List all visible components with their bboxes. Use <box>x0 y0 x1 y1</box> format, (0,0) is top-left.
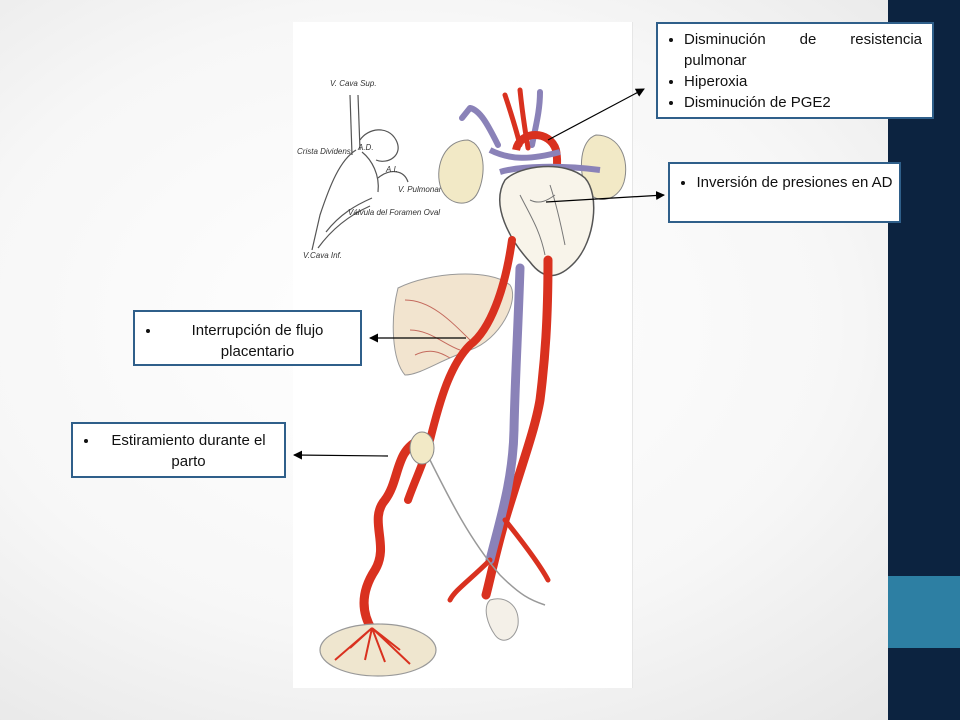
sidebar-accent-block <box>888 576 960 648</box>
label-ad: A.D. <box>357 143 374 152</box>
arrow-pulmonary <box>547 88 645 141</box>
callout-placental-interruption: Interrupción de flujo placentario <box>133 310 362 366</box>
inferior-vena-cava <box>485 263 525 565</box>
foramen-ovale-inset <box>311 94 409 251</box>
callout-pulmonary-resistance: Disminución de resistencia pulmonar Hipe… <box>656 22 934 119</box>
callout-item-hyperoxia: Hiperoxia <box>684 71 922 92</box>
umbilicus-ring <box>409 431 435 465</box>
iliac-branches <box>447 517 551 603</box>
label-ai: A.I. <box>385 165 398 174</box>
label-valvula-foramen: Válvula del Foramen Oval <box>348 208 440 217</box>
callout-item-placental: Interrupción de flujo placentario <box>161 320 354 362</box>
head-vessels-vein <box>459 89 543 148</box>
label-vena-cava-inf: V.Cava Inf. <box>303 251 342 260</box>
umbilical-arteries <box>429 459 546 606</box>
label-vena-cava-sup: V. Cava Sup. <box>330 79 377 88</box>
liver <box>392 273 514 376</box>
left-lung <box>438 139 484 204</box>
label-crista-dividens: Crista Dividens <box>297 147 351 156</box>
callout-birth-stretch: Estiramiento durante el parto <box>71 422 286 478</box>
umbilical-vein <box>404 236 516 504</box>
placenta <box>319 623 437 677</box>
umbilical-cord <box>359 435 425 635</box>
callout-item-resistance: Disminución de resistencia pulmonar <box>684 29 922 71</box>
placenta-vessels <box>334 627 411 665</box>
callout-item-pressure-inversion: Inversión de presiones en AD <box>696 172 893 193</box>
callout-item-stretch: Estiramiento durante el parto <box>99 430 278 472</box>
arrow-stretch <box>293 450 389 460</box>
heart-detail <box>519 184 566 256</box>
label-v-pulmonar: V. Pulmonar <box>398 185 442 194</box>
arrow-pressures <box>545 190 665 203</box>
right-lung <box>580 134 627 200</box>
callout-item-pge2: Disminución de PGE2 <box>684 92 922 113</box>
bladder <box>485 598 519 641</box>
callout-pressure-inversion: Inversión de presiones en AD <box>668 162 901 223</box>
